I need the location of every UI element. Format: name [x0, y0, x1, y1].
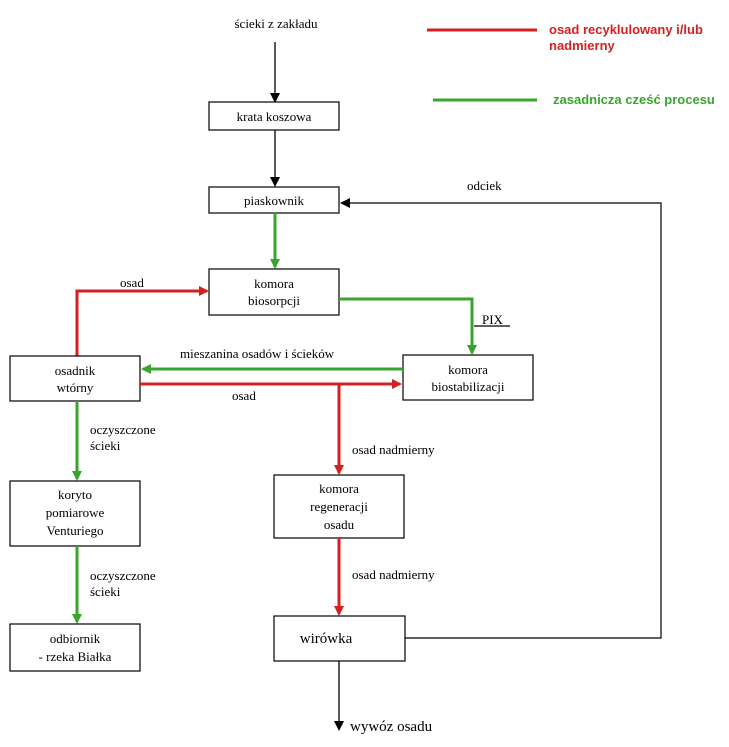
box-koryto-pomiarowe	[9, 480, 141, 547]
koryto-label-2: pomiarowe	[46, 505, 105, 520]
odciek-label: odciek	[467, 178, 502, 193]
krata-label: krata koszowa	[237, 109, 312, 124]
box-wirowka	[273, 615, 406, 662]
osadnik-label-2: wtórny	[57, 380, 94, 395]
oczyszczone-1-label-1: oczyszczone	[90, 422, 156, 437]
oczyszczone-2-label-1: oczyszczone	[90, 568, 156, 583]
odciek-return-line	[340, 198, 662, 639]
box-odbiornik	[9, 623, 141, 672]
osad-nadmierny-1-label: osad nadmierny	[352, 442, 435, 457]
regeneracja-label-1: komora	[319, 481, 359, 496]
oczyszczone-2-label-2: ścieki	[90, 584, 121, 599]
pix-label: PIX	[482, 312, 504, 327]
biosorpcja-label-1: komora	[254, 276, 294, 291]
legend-recycled-line1: osad recyklulowany i/lub	[549, 22, 703, 37]
legend-recycled-line2: nadmierny	[549, 38, 616, 53]
osad-mid-label: osad	[232, 388, 256, 403]
odbiornik-label-2: - rzeka Białka	[39, 649, 112, 664]
osadnik-label-1: osadnik	[55, 363, 96, 378]
box-osadnik-wtorny	[9, 355, 141, 402]
legend-main: zasadnicza cześć procesu	[553, 92, 715, 107]
osad-top-label: osad	[120, 275, 144, 290]
biostab-label-1: komora	[448, 362, 488, 377]
regeneracja-label-2: regeneracji	[310, 499, 368, 514]
biostab-label-2: biostabilizacji	[432, 379, 505, 394]
piaskownik-label: piaskownik	[244, 193, 304, 208]
box-komora-biostabilizacji	[402, 354, 534, 401]
mieszanina-label: mieszanina osadów i ścieków	[180, 346, 335, 361]
wywoz-label: wywóz osadu	[350, 719, 433, 735]
oczyszczone-1-label-2: ścieki	[90, 438, 121, 453]
box-komora-regeneracji	[273, 474, 405, 539]
inflow-label: ścieki z zakładu	[234, 16, 318, 31]
box-komora-biosorpcji	[208, 268, 340, 316]
wirowka-label: wirówka	[300, 631, 353, 647]
box-krata-koszowa	[208, 101, 340, 131]
biosorpcja-label-2: biosorpcji	[248, 293, 300, 308]
osad-nadmierny-2-label: osad nadmierny	[352, 567, 435, 582]
odbiornik-label-1: odbiornik	[50, 631, 101, 646]
koryto-label-3: Venturiego	[46, 523, 103, 538]
koryto-label-1: koryto	[58, 487, 92, 502]
regeneracja-label-3: osadu	[324, 517, 355, 532]
arrow-biosorpcja-biostab	[339, 297, 477, 355]
red-recycle-osad-top	[75, 286, 209, 356]
